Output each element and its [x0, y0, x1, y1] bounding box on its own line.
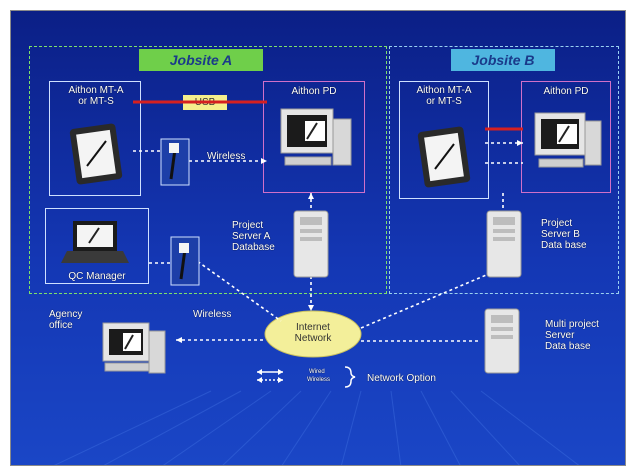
jobsite-b-title: Jobsite B — [451, 49, 555, 71]
diagram-frame: Jobsite A Jobsite B Aithon MT-A or MT-S … — [10, 10, 626, 466]
server-a-label: Project Server A Database — [232, 220, 275, 253]
legend-lines — [257, 366, 356, 388]
device-b-box — [399, 81, 489, 199]
pd-a-label: Aithon PD — [291, 86, 337, 97]
perspective-grid — [54, 390, 580, 465]
internet-network-label: Internet Network — [294, 322, 332, 344]
network-option-label: Network Option — [367, 373, 436, 384]
device-a-box — [49, 81, 141, 196]
usb-label: USB — [183, 95, 227, 110]
jobsite-b-area — [389, 46, 619, 294]
server-b-label: Project Server B Data base — [541, 218, 587, 251]
wireless-a-label: Wireless — [207, 151, 246, 162]
multi-project-server-icon — [484, 308, 520, 374]
qc-manager-label: QC Manager — [68, 271, 126, 282]
pd-b-label: Aithon PD — [543, 86, 589, 97]
device-a-label: Aithon MT-A or MT-S — [68, 85, 124, 107]
wireless-office-label: Wireless — [193, 309, 232, 320]
legend-brace — [344, 366, 356, 388]
pd-b-box — [521, 81, 611, 193]
multi-server-label: Multi project Server Data base — [545, 319, 599, 352]
agency-office-label: Agency office — [49, 309, 83, 331]
legend-wireless-label: Wireless — [307, 377, 331, 383]
legend-wired-label: Wired — [309, 369, 325, 375]
qc-manager-box — [45, 208, 149, 284]
jobsite-a-title: Jobsite A — [139, 49, 263, 71]
device-b-label: Aithon MT-A or MT-S — [416, 85, 472, 107]
pd-a-box — [263, 81, 365, 193]
agency-pc-icon — [102, 322, 166, 374]
